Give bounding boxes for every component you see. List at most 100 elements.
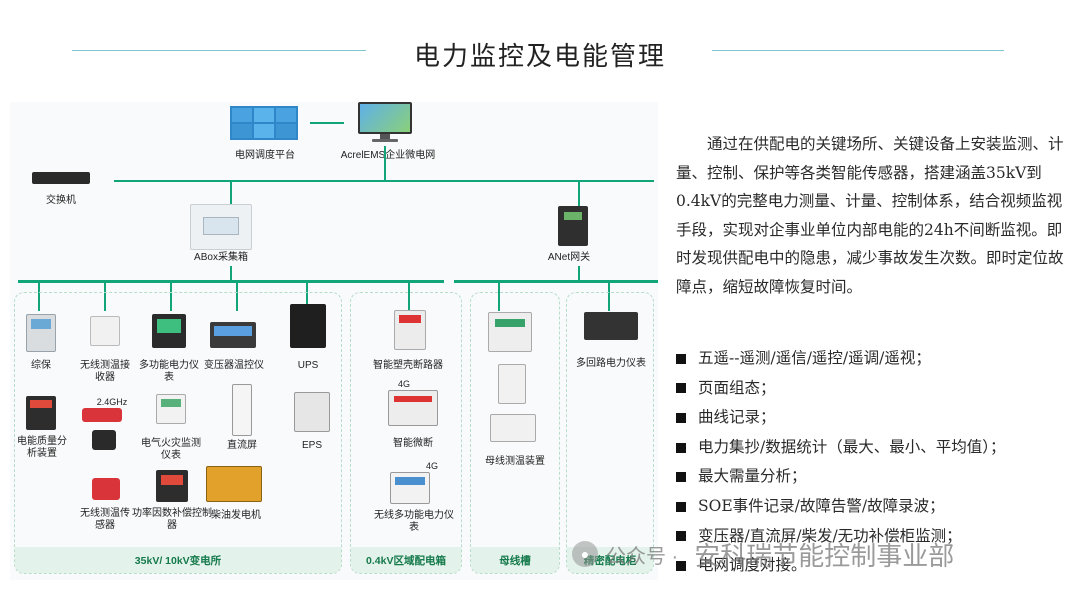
feature-text: 电网调度对接。	[698, 556, 807, 575]
multi-meter-icon	[152, 314, 186, 348]
bullet-icon	[676, 412, 686, 423]
bullet-icon	[676, 501, 686, 512]
feature-item: 页面组态；	[676, 374, 1072, 404]
eps-label: EPS	[301, 440, 322, 451]
feature-item: 五遥--遥测/遥信/遥控/遥调/遥视；	[676, 344, 1072, 374]
bullet-icon	[676, 472, 686, 483]
grid-platform-label: 电网调度平台	[235, 150, 295, 161]
transformer-temp-label: 变压器温控仪	[204, 360, 264, 371]
multi-meter-label: 多功能电力仪表	[139, 360, 199, 383]
bullet-icon	[676, 560, 686, 571]
feature-item: 最大需量分析；	[676, 462, 1072, 492]
bus-to-anet-line	[578, 182, 580, 206]
power-quality-icon	[26, 396, 56, 430]
anet-down-line	[578, 266, 580, 280]
ethernet-bus	[114, 180, 654, 182]
platform-link-line	[310, 122, 344, 124]
switch-icon	[32, 172, 90, 184]
power-quality-label: 电能质量分析装置	[17, 436, 67, 459]
feature-item: 曲线记录；	[676, 403, 1072, 433]
ups-icon	[290, 304, 326, 348]
busway-temp-2-icon	[490, 414, 536, 442]
freq-label: 2.4GHz	[96, 397, 128, 407]
drop-6	[408, 283, 410, 311]
feature-list: 五遥--遥测/遥信/遥控/遥调/遥视； 页面组态； 曲线记录； 电力集抄/数据统…	[676, 344, 1072, 581]
protection-label: 综保	[31, 360, 51, 371]
group-lv-box-label: 0.4kV区域配电箱	[351, 547, 461, 573]
title-line-left	[72, 50, 366, 51]
group-busway: 母线槽	[470, 292, 560, 574]
ems-label: AcrelEMS企业微电网	[340, 150, 436, 161]
bullet-icon	[676, 383, 686, 394]
ups-label: UPS	[297, 360, 319, 371]
watermark-brand: 公众号 ·	[606, 545, 679, 568]
description-paragraph: 通过在供配电的关键场所、关键设备上安装监测、计量、控制、保护等各类智能传感器，搭…	[676, 135, 1064, 296]
anet-label: ANet网关	[547, 252, 591, 263]
mcb-label: 智能微断	[393, 438, 433, 449]
feature-text: 五遥--遥测/遥信/遥控/遥调/遥视；	[698, 349, 931, 367]
abox-label: ABox采集箱	[194, 252, 248, 263]
feature-item: 电网调度对接。	[676, 551, 1072, 581]
eps-icon	[294, 392, 330, 432]
wireless-meter-label: 无线多功能电力仪表	[374, 510, 454, 533]
protection-relay-icon	[26, 314, 56, 352]
busway-temp-icon	[498, 364, 526, 404]
bullet-icon	[676, 442, 686, 453]
drop-8	[608, 283, 610, 311]
multi-loop-meter-icon	[584, 312, 638, 340]
drop-4	[236, 283, 238, 311]
multi-loop-label: 多回路电力仪表	[576, 358, 646, 369]
feature-text: 最大需量分析；	[698, 467, 807, 486]
diesel-label: 柴油发电机	[211, 510, 261, 521]
grid-platform-icon	[230, 106, 298, 140]
diesel-generator-icon	[206, 466, 262, 502]
busway-temp-label: 母线测温装置	[485, 456, 545, 467]
feature-text: 变压器/直流屏/柴发/无功补偿柜监测；	[698, 526, 962, 545]
watermark-org: 安科瑞节能控制事业部	[694, 540, 955, 571]
group-substation: 35kV/ 10kV变电所	[14, 292, 342, 574]
feature-text: 页面组态；	[698, 378, 776, 397]
group-busway-label: 母线槽	[471, 547, 559, 573]
abox-icon	[190, 204, 252, 250]
pf-controller-label: 功率因数补偿控制器	[132, 508, 212, 531]
busway-device-icon	[488, 312, 532, 352]
drop-2	[104, 283, 106, 311]
4g-label-a: 4G	[397, 379, 410, 389]
wireless-clamp-2-icon	[92, 430, 116, 450]
dc-screen-label: 直流屏	[227, 440, 257, 451]
bus-to-abox-line	[230, 182, 232, 204]
wireless-sensor-icon	[92, 478, 120, 500]
drop-3	[170, 283, 172, 311]
pf-controller-icon	[156, 470, 188, 502]
system-diagram: 电网调度平台 AcrelEMS企业微电网 交换机 ABox采集箱 ANet网关 …	[10, 102, 658, 580]
feature-item: 变压器/直流屏/柴发/无功补偿柜监测；	[676, 522, 1072, 552]
watermark: ● 公众号 · 安科瑞节能控制事业部	[572, 534, 1052, 574]
feature-text: 电力集抄/数据统计（最大、最小、平均值）；	[698, 437, 1006, 456]
feature-item: 电力集抄/数据统计（最大、最小、平均值）；	[676, 433, 1072, 463]
bullet-icon	[676, 531, 686, 542]
bus-to-ems-line	[384, 146, 386, 180]
fire-monitor-icon	[156, 394, 186, 424]
wireless-receiver-label: 无线测温接收器	[80, 360, 130, 383]
drop-5	[306, 283, 308, 311]
wechat-icon: ●	[572, 541, 598, 567]
dc-screen-icon	[232, 384, 252, 436]
wireless-clamp-icon	[82, 408, 122, 422]
wireless-sensor-label: 无线测温传感器	[80, 508, 130, 531]
4g-label-b: 4G	[425, 461, 438, 471]
feature-item: SOE事件记录/故障告警/故障录波；	[676, 492, 1072, 522]
fire-monitor-label: 电气火灾监测仪表	[141, 438, 201, 461]
switch-label: 交换机	[46, 195, 76, 206]
drop-7	[498, 283, 500, 311]
feature-text: SOE事件记录/故障告警/故障录波；	[698, 496, 945, 515]
mccb-label: 智能塑壳断路器	[373, 360, 443, 371]
title-line-right	[712, 50, 1004, 51]
drop-1	[38, 283, 40, 311]
abox-down-line	[230, 266, 232, 280]
mccb-icon	[394, 310, 426, 350]
group-lv-box: 0.4kV区域配电箱	[350, 292, 462, 574]
lower-bus-left	[18, 280, 444, 283]
bullet-icon	[676, 353, 686, 364]
feature-text: 曲线记录；	[698, 408, 776, 427]
mcb-icon	[388, 390, 438, 426]
